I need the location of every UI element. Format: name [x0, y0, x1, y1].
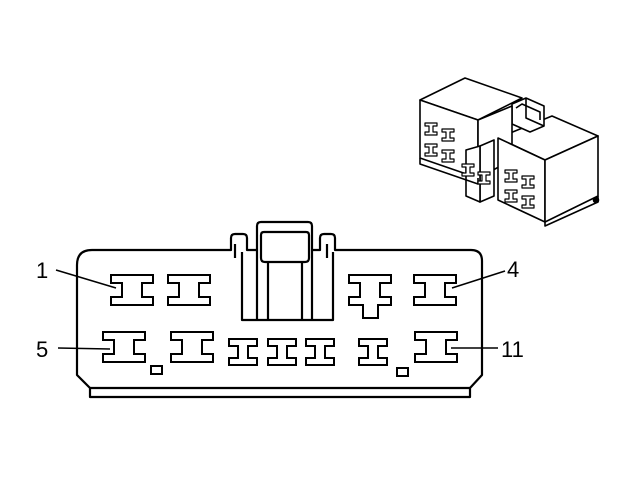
pin-label-5: 5 — [36, 337, 48, 362]
cavity-5 — [102, 331, 146, 363]
cavity-8 — [267, 338, 297, 366]
connector-isometric-view — [419, 77, 600, 227]
cavity-10 — [358, 338, 388, 366]
leader-pin-5 — [57, 347, 111, 350]
pin-label-4: 4 — [507, 257, 519, 282]
connector-housing-outline — [75, 220, 484, 399]
cavity-4 — [413, 274, 457, 306]
cavity-3 — [348, 274, 392, 319]
leader-lines — [55, 269, 506, 350]
cavity-11 — [414, 331, 458, 363]
key-slot-right — [396, 367, 409, 377]
cavity-7 — [228, 338, 258, 366]
terminal-cavities — [102, 274, 458, 377]
leader-pin-4 — [451, 270, 506, 289]
leader-pin-1 — [55, 269, 117, 289]
cavity-2 — [167, 274, 211, 306]
connector-face — [75, 220, 484, 399]
pin-label-11: 11 — [501, 337, 524, 362]
key-slot-left — [150, 365, 163, 375]
cavity-9 — [305, 338, 335, 366]
cavity-1 — [110, 274, 154, 306]
lock-latch — [240, 252, 335, 322]
cavity-6 — [170, 331, 214, 363]
pin-label-1: 1 — [36, 258, 48, 283]
